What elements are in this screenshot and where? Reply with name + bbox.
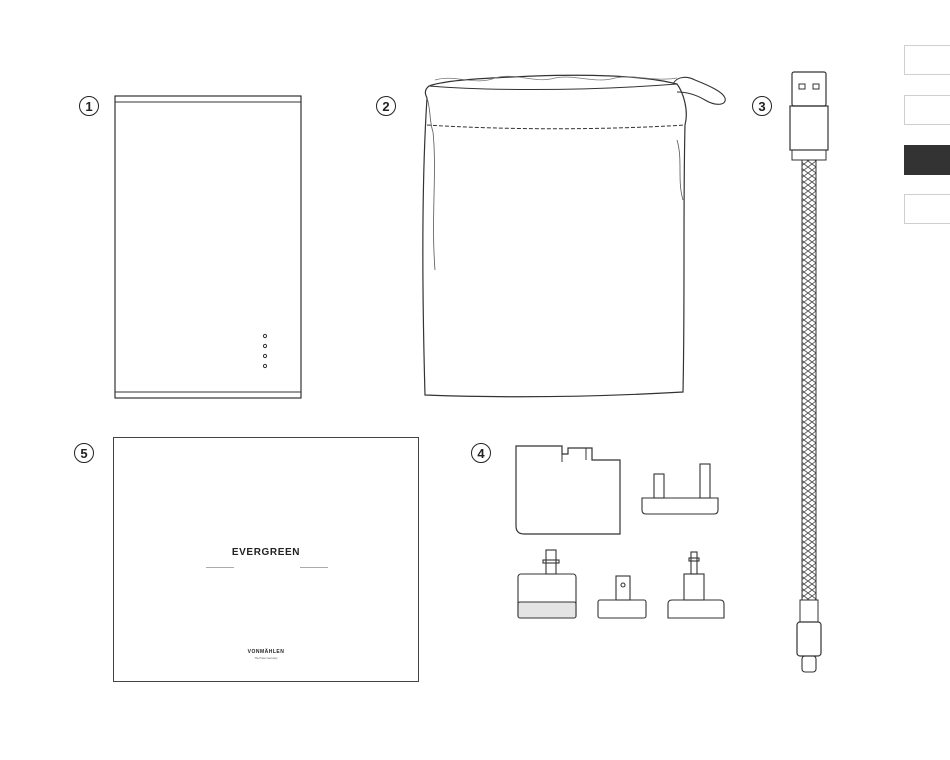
item-number-badge-2: 2 xyxy=(376,96,396,116)
item-number-badge-1: 1 xyxy=(79,96,99,116)
usb-cable-illustration xyxy=(780,68,840,680)
booklet-brand-logo: VONMÄHLEN xyxy=(114,649,418,655)
booklet-title: EVERGREEN xyxy=(114,547,418,558)
side-nav-item-2[interactable] xyxy=(904,95,950,125)
travel-adapter-illustration xyxy=(510,440,740,625)
booklet-brand-subtitle: The Power Germany xyxy=(114,657,418,660)
manual-booklet: EVERGREEN VONMÄHLEN The Power Germany xyxy=(113,437,419,682)
us-plug-icon xyxy=(598,576,646,618)
item-number-badge-5: 5 xyxy=(74,443,94,463)
booklet-rule-left xyxy=(206,567,234,568)
item-number-badge-4: 4 xyxy=(471,443,491,463)
au-plug-icon xyxy=(668,552,724,618)
side-nav-item-1[interactable] xyxy=(904,45,950,75)
uk-plug-icon xyxy=(642,464,718,514)
powerbank-illustration xyxy=(110,94,306,400)
side-nav-item-4[interactable] xyxy=(904,194,950,224)
pouch-illustration xyxy=(415,70,735,405)
side-nav-item-3-active[interactable] xyxy=(904,145,950,175)
euro-plug-icon xyxy=(518,550,576,618)
item-number-badge-3: 3 xyxy=(752,96,772,116)
led-indicator-icon xyxy=(263,334,266,367)
booklet-rule-right xyxy=(300,567,328,568)
